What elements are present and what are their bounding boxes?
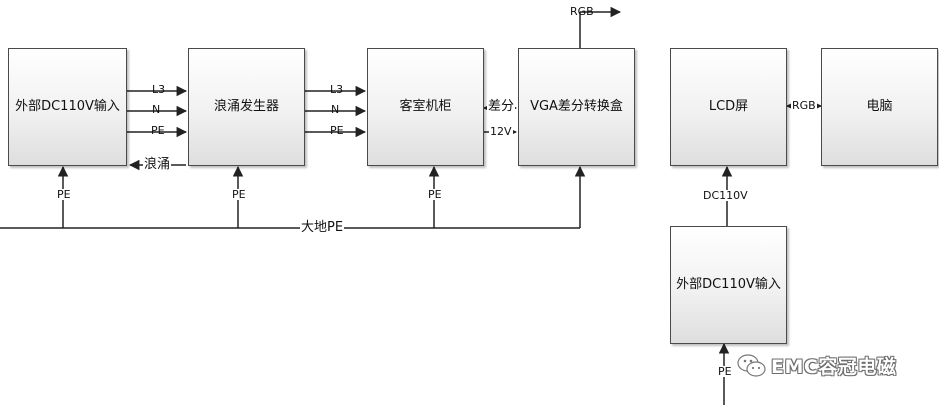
label-n-1: N xyxy=(152,103,161,116)
label-pe-cabinet: PE xyxy=(427,188,443,201)
label-pe-1: PE xyxy=(151,124,165,137)
external-input-label: 外部DC110V输入 xyxy=(15,98,120,114)
label-ground-pe: 大地PE xyxy=(300,220,345,235)
label-pe-2: PE xyxy=(330,124,344,137)
label-pe-input: PE xyxy=(56,188,72,201)
surge-generator-label: 浪涌发生器 xyxy=(213,98,279,114)
wechat-icon xyxy=(737,353,766,377)
label-pe-input-2: PE xyxy=(717,365,733,378)
computer-label: 电脑 xyxy=(866,98,893,114)
vga-converter-box: VGA差分转换盒 xyxy=(518,48,635,166)
cabin-cabinet-box: 客室机柜 xyxy=(367,48,484,166)
label-n-2: N xyxy=(331,103,340,116)
surge-generator-box: 浪涌发生器 xyxy=(188,48,305,166)
external-input-2-label: 外部DC110V输入 xyxy=(676,276,781,292)
external-input-box: 外部DC110V输入 xyxy=(8,48,127,166)
lcd-screen-label: LCD屏 xyxy=(708,98,749,114)
vga-converter-label: VGA差分转换盒 xyxy=(530,98,623,114)
label-l3-1: L3 xyxy=(152,83,166,96)
label-rgb-lcd: RGB xyxy=(791,99,817,112)
computer-box: 电脑 xyxy=(821,48,938,166)
label-rgb-top: RGB xyxy=(570,5,594,18)
label-dc110v: DC110V xyxy=(702,189,749,202)
watermark-text: EMC容冠电磁 xyxy=(771,356,897,378)
label-surge: 浪涌 xyxy=(143,157,172,172)
label-diff: 差分 xyxy=(487,99,516,114)
label-pe-surge: PE xyxy=(231,188,247,201)
watermark: EMC容冠电磁 xyxy=(737,352,896,379)
label-l3-2: L3 xyxy=(330,83,344,96)
cabin-cabinet-label: 客室机柜 xyxy=(399,98,452,114)
external-input-2-box: 外部DC110V输入 xyxy=(670,226,787,344)
label-12v: 12V xyxy=(489,125,513,138)
lcd-screen-box: LCD屏 xyxy=(670,48,787,166)
